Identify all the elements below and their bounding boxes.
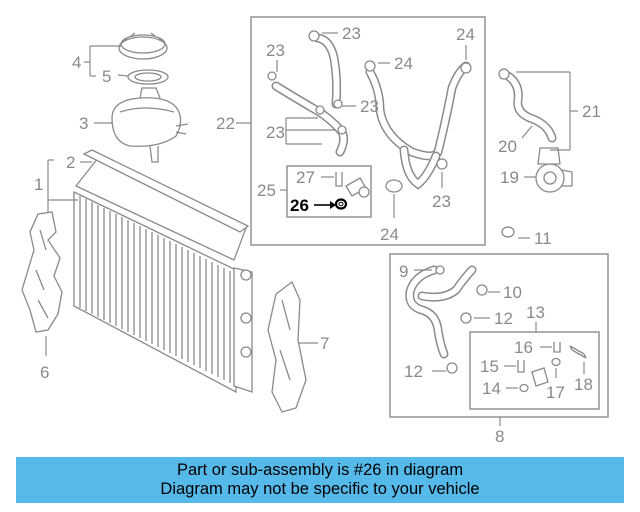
- callout-12b: 12: [404, 362, 423, 381]
- callout-12a: 12: [494, 309, 513, 328]
- pump-hose-drawing: [498, 68, 557, 143]
- callout-9: 9: [399, 262, 408, 281]
- leader-20: [521, 125, 533, 139]
- callout-18: 18: [574, 375, 593, 394]
- part-24-clamp-drawing: [385, 179, 403, 193]
- part-18-bracket-drawing: [569, 345, 587, 359]
- part-26-o-ring-drawing: [334, 198, 348, 210]
- left-air-guide-drawing: [21, 211, 63, 333]
- reservoir-cap-drawing: [118, 32, 168, 60]
- leader-5: [117, 74, 129, 77]
- parts-diagram: 1 2 3 4 5 6 7 8 9 10 11 12 12 13 14 15 1…: [21, 16, 609, 446]
- callout-8: 8: [495, 427, 504, 446]
- callout-10: 10: [503, 283, 522, 302]
- radiator-drawing: [73, 157, 253, 394]
- part-25-connector-drawing: [345, 177, 370, 198]
- banner-line-2: Diagram may not be specific to your vehi…: [160, 480, 480, 498]
- callout-24a: 24: [394, 54, 413, 73]
- sub-assembly-25-box: [286, 165, 372, 218]
- info-banner: Part or sub-assembly is #26 in diagram D…: [16, 457, 624, 503]
- callout-20: 20: [498, 137, 517, 156]
- callout-6: 6: [40, 363, 49, 382]
- callout-27: 27: [296, 168, 315, 187]
- callout-13: 13: [526, 303, 545, 322]
- radiator-strip-drawing: [82, 149, 250, 233]
- callout-5: 5: [102, 67, 111, 86]
- part-15-clip-drawing: [517, 360, 525, 373]
- water-pump-drawing: [535, 147, 573, 193]
- pipe-group-box: [389, 253, 609, 418]
- upper-hose-drawing: [267, 30, 472, 190]
- part-13-connector-drawing: [531, 367, 549, 387]
- hose-group-box: [250, 16, 486, 246]
- callout-17: 17: [546, 383, 565, 402]
- coolant-pipe-drawing: [405, 265, 488, 374]
- callout-4: 4: [72, 53, 81, 72]
- callout-21: 21: [582, 102, 601, 121]
- callout-24b: 24: [456, 25, 475, 44]
- callout-23e: 23: [432, 192, 451, 211]
- part-17-o-ring-drawing: [551, 357, 561, 367]
- callout-23d: 23: [266, 123, 285, 142]
- part-27-clip-drawing: [335, 172, 343, 187]
- callout-16: 16: [514, 338, 533, 357]
- sub-assembly-13-box: [469, 331, 600, 410]
- expansion-tank-drawing: [111, 87, 189, 163]
- callout-7: 7: [320, 334, 329, 353]
- callout-1: 1: [34, 175, 43, 194]
- banner-line-1: Part or sub-assembly is #26 in diagram: [176, 461, 464, 479]
- cap-seal-drawing: [127, 69, 169, 85]
- callout-24c: 24: [380, 225, 399, 244]
- part-16-clip-drawing: [553, 342, 561, 353]
- callout-22: 22: [216, 114, 235, 133]
- leader-26-arrow: [330, 201, 336, 209]
- part-14-o-ring-drawing: [519, 383, 529, 393]
- callout-23b: 23: [266, 41, 285, 60]
- callout-11: 11: [534, 229, 552, 248]
- callout-2: 2: [66, 153, 75, 172]
- callout-19: 19: [500, 168, 519, 187]
- callout-23c: 23: [360, 97, 379, 116]
- callout-26: 26: [290, 196, 309, 215]
- callout-23a: 23: [342, 24, 361, 43]
- callout-3: 3: [79, 114, 88, 133]
- callout-25: 25: [257, 181, 276, 200]
- part-11-drawing: [501, 226, 515, 238]
- callout-14: 14: [482, 379, 501, 398]
- callout-15: 15: [480, 357, 499, 376]
- right-air-guide-drawing: [267, 280, 307, 413]
